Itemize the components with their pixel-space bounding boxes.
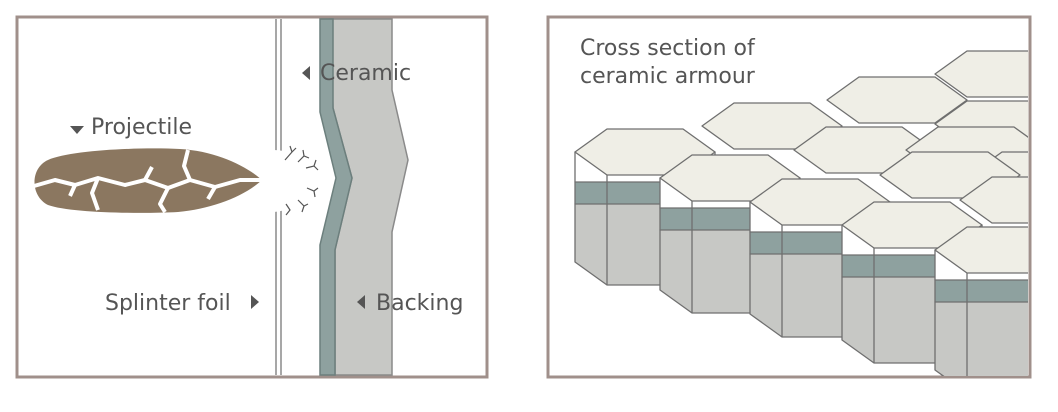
backing-label: Backing [376, 291, 463, 316]
projectile-body [33, 148, 262, 214]
impact-crater [274, 150, 312, 212]
hex-tile-front-5 [934, 226, 1028, 376]
ceramic-pointer-icon [302, 66, 310, 80]
impact-diagram-panel: Projectile Ceramic Splinter foil Backing [15, 15, 489, 379]
hex-tile-array [574, 50, 1028, 376]
splinter-foil-label: Splinter foil [105, 291, 231, 316]
backing-pointer-icon [357, 295, 365, 309]
cross-section-title-line1: Cross section of [580, 36, 756, 61]
cross-section-panel: Cross section of ceramic armour [546, 15, 1032, 379]
cross-section-title-line2: ceramic armour [580, 64, 756, 89]
projectile-label: Projectile [91, 115, 192, 140]
ceramic-cracks [284, 145, 319, 216]
ceramic-layer [319, 18, 353, 376]
ceramic-label: Ceramic [320, 61, 411, 86]
projectile-pointer-icon [70, 126, 84, 134]
splinter-foil-pointer-icon [251, 295, 259, 309]
projectile-fractures [33, 149, 262, 214]
